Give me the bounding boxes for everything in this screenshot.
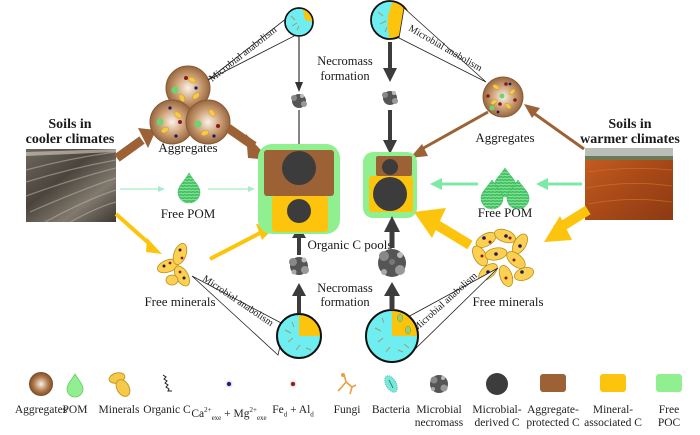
center-labels: Necromass formation Organic C pools Necr… xyxy=(308,54,393,309)
right-soil-title-line2: warmer climates xyxy=(580,132,680,147)
bacteria-icon xyxy=(384,375,398,393)
aggregate-sphere-icon xyxy=(29,372,53,396)
legend-label: Minerals xyxy=(98,404,140,416)
anabolism-cone-top-right: Microbial anabolism xyxy=(398,7,487,83)
legend: Aggregates POM Minerals Organic C Ca2+ex… xyxy=(0,368,700,435)
minerals-icon xyxy=(108,372,131,397)
arrow-minerals-to-pool-right xyxy=(414,208,473,250)
necromass-top-line1: Necromass xyxy=(317,54,373,68)
free-pom-label-left: Free POM xyxy=(161,206,216,221)
aggregate-right: Aggregates xyxy=(475,76,535,145)
organic-c-pool-left xyxy=(258,144,340,234)
left-soil-title-line2: cooler climates xyxy=(26,132,115,147)
arrow-aggregate-to-pool-right xyxy=(410,110,489,158)
legend-label: POM xyxy=(62,404,88,416)
necromass-blob-bottom-left xyxy=(289,257,309,275)
free-minerals-right: Free minerals xyxy=(472,228,544,309)
necromass-blob-top-left xyxy=(291,94,307,108)
free-pom-right: Free POM xyxy=(430,167,582,220)
legend-label: Aggregate-protected C xyxy=(526,404,580,429)
anabolism-label-bottom-right: Microbial anabolism xyxy=(411,270,480,334)
aggregates-label-right: Aggregates xyxy=(475,130,534,145)
legend-label-fe-al: Fed + Ald xyxy=(272,404,314,419)
anabolism-label-top-right: Microbial anabolism xyxy=(407,23,485,74)
necromass-arrow-top-right xyxy=(383,42,397,82)
microbial-derived-c-icon xyxy=(486,373,508,395)
left-panel: Soils in cooler climates xyxy=(25,7,340,359)
arrow-soil-to-aggregates-left xyxy=(114,128,156,162)
left-soil-title-line1: Soils in xyxy=(48,117,91,132)
aggregates-cluster-left: Aggregates xyxy=(149,65,231,155)
legend-label: Aggregates xyxy=(14,404,68,416)
microbial-necromass-icon xyxy=(430,375,448,393)
free-minerals-label-left: Free minerals xyxy=(144,294,215,309)
fe-al-dot-icon xyxy=(289,380,297,388)
organic-c-pool-right xyxy=(363,152,417,218)
necromass-arrow-bottom-right xyxy=(384,282,400,310)
zoom-circle-bottom-right xyxy=(365,309,419,363)
pom-drop-icon xyxy=(66,373,84,398)
aggregate-bottom-right xyxy=(185,99,231,145)
fungi-icon xyxy=(337,373,357,395)
free-minerals-label-right: Free minerals xyxy=(472,294,543,309)
zoom-circle-bottom-left xyxy=(276,313,322,359)
cooler-soil-photo xyxy=(25,149,117,223)
right-panel: Microbial anabolism xyxy=(363,0,680,363)
necromass-arrow-to-pool-top-right xyxy=(383,110,397,154)
microbial-derived-c-small-right xyxy=(382,159,398,175)
free-pom-label-right: Free POM xyxy=(478,205,533,220)
legend-label: Microbial-derived C xyxy=(472,404,522,429)
microbial-derived-c-small-left xyxy=(287,199,311,223)
free-pom-left: Free POM xyxy=(120,172,255,221)
necromass-bottom-line1: Necromass xyxy=(317,281,373,295)
warmer-soil-photo xyxy=(585,148,673,220)
necromass-blob-bottom-right xyxy=(378,249,406,277)
necromass-top-line2: formation xyxy=(320,69,370,83)
mineral-associated-c-icon xyxy=(600,374,626,392)
zoom-circle-top-left xyxy=(284,7,314,37)
anabolism-cone-bottom-left: Microbial anabolism xyxy=(191,273,286,356)
arrow-soil-to-minerals-right xyxy=(544,205,591,242)
necromass-arrow-bottom-left xyxy=(292,283,306,313)
necromass-bottom-line2: formation xyxy=(320,295,370,309)
organic-c-pools-label: Organic C pools xyxy=(308,237,393,252)
free-minerals-left: Free minerals xyxy=(144,243,216,309)
necromass-arrow-top-left xyxy=(295,37,303,92)
microbial-derived-c-large-right xyxy=(373,177,407,211)
organic-c-squiggle-icon xyxy=(162,374,172,392)
legend-label: Fungi xyxy=(333,404,361,416)
arrow-soil-to-aggregate-right xyxy=(524,104,585,151)
necromass-blob-top-right xyxy=(382,91,398,105)
anabolism-label-top-left: Microbial anabolism xyxy=(207,24,279,84)
aggregates-label-left: Aggregates xyxy=(158,140,217,155)
free-poc-icon xyxy=(656,374,682,392)
legend-label-ca-mg: Ca2+exe + Mg2+exe xyxy=(191,406,267,423)
aggregate-protected-c-icon xyxy=(540,374,566,392)
necromass-arrow-to-pool-bottom-right xyxy=(384,216,400,248)
anabolism-cone-bottom-right: Microbial anabolism xyxy=(405,267,499,353)
right-soil-title-line1: Soils in xyxy=(608,117,651,132)
microbial-derived-c-large-left xyxy=(282,151,316,185)
legend-label: Bacteria xyxy=(371,404,411,416)
legend-label: Mineral-associated C xyxy=(584,404,642,429)
legend-label: Organic C xyxy=(143,404,191,416)
ca-mg-dot-icon xyxy=(225,380,233,388)
arrow-soil-to-minerals-left xyxy=(114,212,162,254)
